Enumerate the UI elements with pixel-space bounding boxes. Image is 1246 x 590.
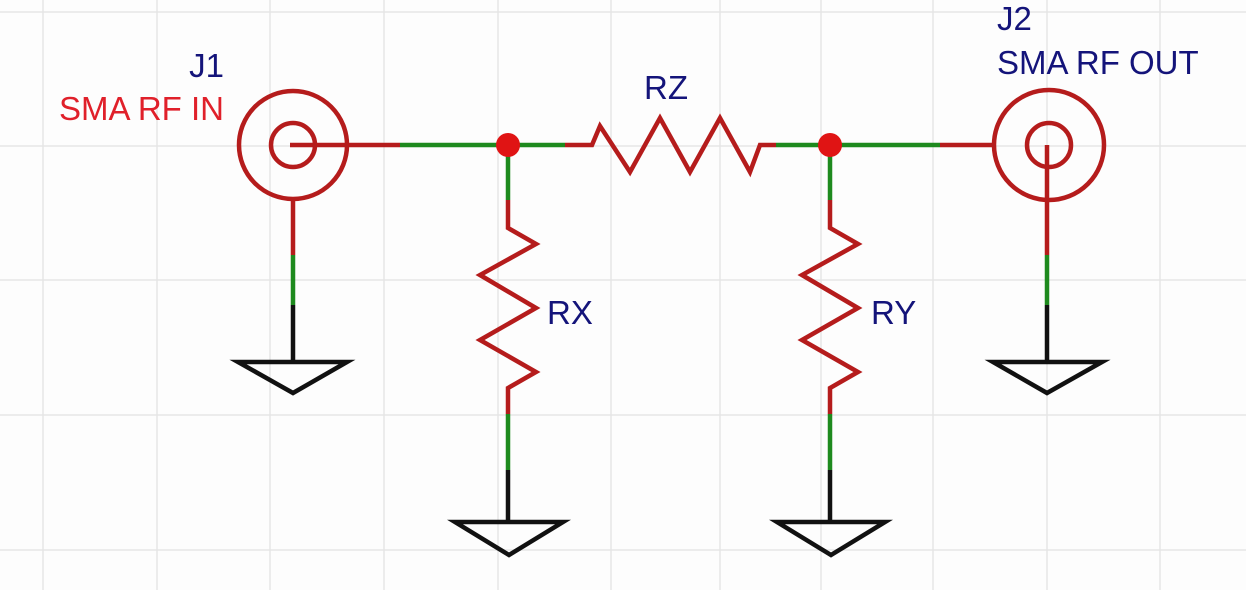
junction-dot-left xyxy=(496,133,520,157)
j1-value: SMA RF IN xyxy=(59,90,224,127)
j2-connector-symbol[interactable] xyxy=(940,87,1107,255)
rz-resistor-symbol[interactable] xyxy=(565,113,776,178)
j2-ground-icon xyxy=(984,255,1111,396)
j1-connector-symbol[interactable] xyxy=(236,88,400,255)
wire-net-output[interactable] xyxy=(776,142,940,200)
rz-designator: RZ xyxy=(644,69,688,106)
rx-ground-icon xyxy=(447,414,571,558)
rx-designator: RX xyxy=(547,294,593,331)
ry-ground-icon xyxy=(769,414,893,558)
ry-resistor-symbol[interactable] xyxy=(797,200,863,414)
j2-value: SMA RF OUT xyxy=(997,44,1199,81)
j2-designator: J2 xyxy=(997,0,1032,37)
j1-designator: J1 xyxy=(189,47,224,84)
rx-resistor-symbol[interactable] xyxy=(475,200,541,414)
j1-ground-icon xyxy=(229,255,356,396)
junction-dot-right xyxy=(818,133,842,157)
wire-net-input[interactable] xyxy=(400,142,565,200)
ry-designator: RY xyxy=(871,294,916,331)
